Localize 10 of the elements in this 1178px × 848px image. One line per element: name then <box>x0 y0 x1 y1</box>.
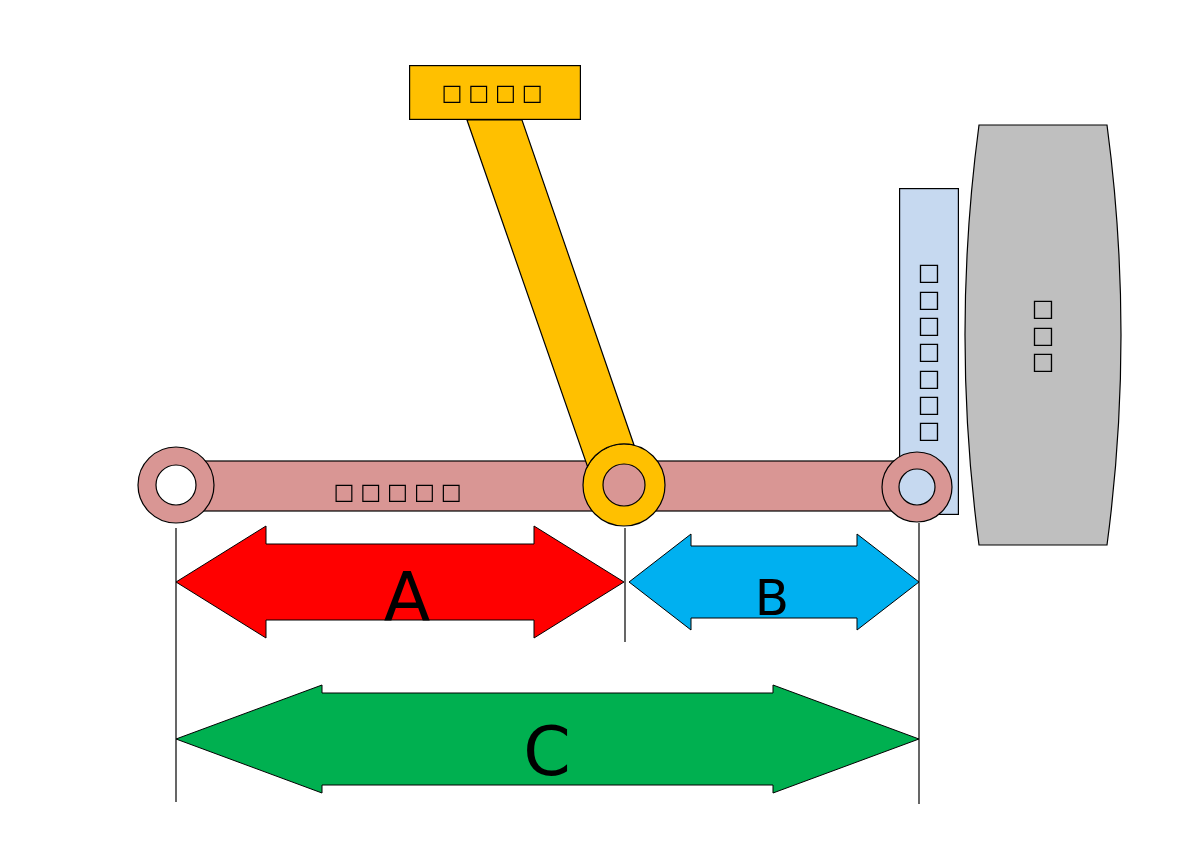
dimension-label: A <box>383 564 431 632</box>
part-label: □□□ <box>1031 295 1055 375</box>
part-label: □□□□□ <box>333 478 468 504</box>
dimension-label: B <box>754 573 790 623</box>
pedal-pad <box>409 65 581 120</box>
part-label: □□□□□□□ <box>917 259 941 444</box>
part-label: □□□□ <box>441 80 549 105</box>
dimension-label: C <box>523 718 571 786</box>
pedal-arm <box>466 119 636 467</box>
lever-drawing <box>138 444 955 528</box>
